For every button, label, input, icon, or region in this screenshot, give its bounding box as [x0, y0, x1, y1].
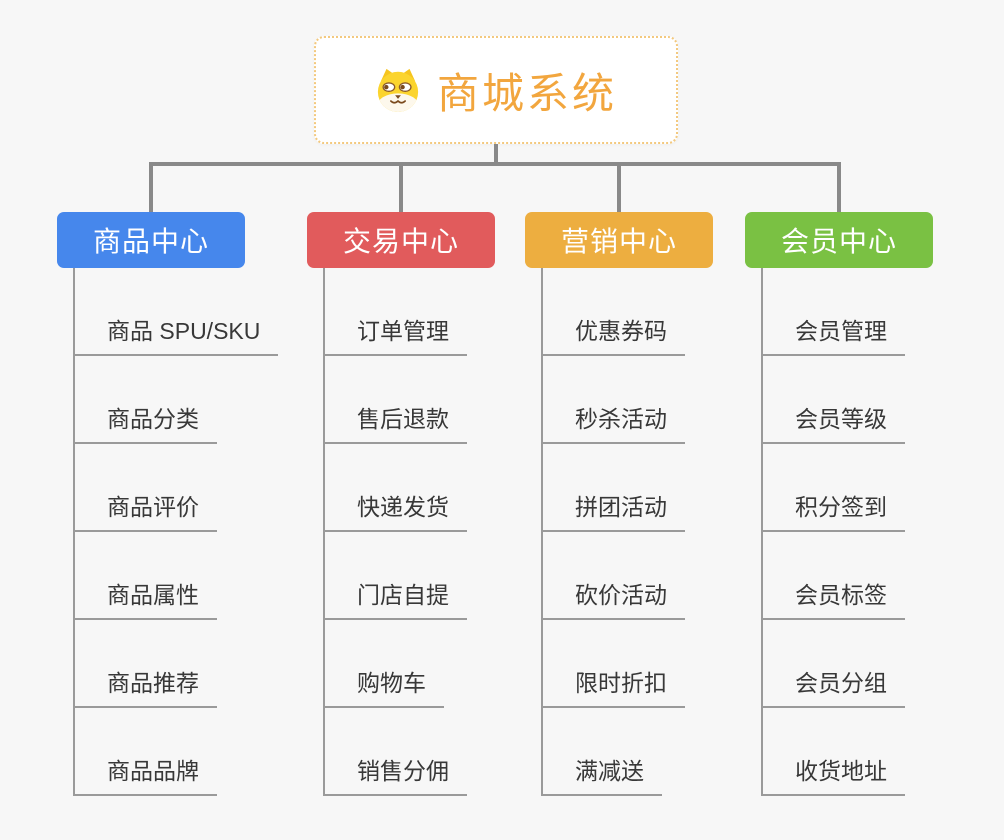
topic-item-label: 商品评价	[107, 494, 199, 520]
branch-column: 会员中心 会员管理 会员等级 积分签到 会员标签 会员分组 收货地址	[745, 212, 933, 796]
topic-item[interactable]: 商品评价	[75, 444, 217, 532]
topic-item-label: 优惠券码	[575, 318, 667, 344]
topic-item[interactable]: 积分签到	[763, 444, 905, 532]
topic-item-label: 满减送	[575, 758, 644, 784]
topic-item-label: 商品属性	[107, 582, 199, 608]
branch-header[interactable]: 营销中心	[525, 212, 713, 268]
topic-item-label: 会员分组	[795, 670, 887, 696]
connector-root-stem	[494, 144, 498, 166]
connector-drop	[399, 162, 403, 212]
topic-item[interactable]: 砍价活动	[543, 532, 685, 620]
connector-drop	[617, 162, 621, 212]
topic-item[interactable]: 商品推荐	[75, 620, 217, 708]
topic-item-label: 会员等级	[795, 406, 887, 432]
branch-column: 交易中心 订单管理 售后退款 快递发货 门店自提 购物车 销售分佣	[307, 212, 495, 796]
topic-item-label: 拼团活动	[575, 494, 667, 520]
topic-item[interactable]: 会员标签	[763, 532, 905, 620]
branch-items: 优惠券码 秒杀活动 拼团活动 砍价活动 限时折扣 满减送	[541, 268, 713, 796]
topic-item-label: 砍价活动	[575, 582, 667, 608]
branch-header[interactable]: 商品中心	[57, 212, 245, 268]
topic-item[interactable]: 会员分组	[763, 620, 905, 708]
root-node[interactable]: 商城系统	[314, 36, 678, 144]
topic-item-label: 商品分类	[107, 406, 199, 432]
branch-items: 会员管理 会员等级 积分签到 会员标签 会员分组 收货地址	[761, 268, 933, 796]
branch-items: 订单管理 售后退款 快递发货 门店自提 购物车 销售分佣	[323, 268, 495, 796]
root-title: 商城系统	[436, 69, 617, 117]
topic-item-label: 快递发货	[357, 494, 449, 520]
branch-header[interactable]: 会员中心	[745, 212, 933, 268]
topic-item-label: 订单管理	[357, 318, 449, 344]
topic-item-label: 商品品牌	[107, 758, 199, 784]
branch-label: 商品中心	[92, 226, 209, 257]
topic-item-label: 售后退款	[357, 406, 449, 432]
topic-item[interactable]: 快递发货	[325, 444, 467, 532]
topic-item-label: 限时折扣	[575, 670, 667, 696]
branch-label: 会员中心	[780, 226, 897, 257]
topic-item[interactable]: 满减送	[543, 708, 662, 796]
topic-item[interactable]: 商品属性	[75, 532, 217, 620]
topic-item[interactable]: 门店自提	[325, 532, 467, 620]
topic-item[interactable]: 购物车	[325, 620, 444, 708]
topic-item-label: 积分签到	[795, 494, 887, 520]
connector-drop	[837, 162, 841, 212]
topic-item[interactable]: 秒杀活动	[543, 356, 685, 444]
branch-column: 商品中心 商品 SPU/SKU 商品分类 商品评价 商品属性 商品推荐 商品品牌	[57, 212, 279, 796]
topic-item-label: 商品推荐	[107, 670, 199, 696]
topic-item[interactable]: 商品分类	[75, 356, 217, 444]
topic-item-label: 购物车	[357, 670, 426, 696]
branch-items: 商品 SPU/SKU 商品分类 商品评价 商品属性 商品推荐 商品品牌	[73, 268, 279, 796]
topic-item-label: 秒杀活动	[575, 406, 667, 432]
branch-column: 营销中心 优惠券码 秒杀活动 拼团活动 砍价活动 限时折扣 满减送	[525, 212, 713, 796]
topic-item[interactable]: 商品品牌	[75, 708, 217, 796]
topic-item[interactable]: 商品 SPU/SKU	[75, 268, 279, 356]
topic-item[interactable]: 售后退款	[325, 356, 467, 444]
topic-item[interactable]: 会员等级	[763, 356, 905, 444]
topic-item-label: 门店自提	[357, 582, 449, 608]
branch-label: 营销中心	[560, 226, 677, 257]
topic-item[interactable]: 销售分佣	[325, 708, 467, 796]
topic-item-label: 会员标签	[795, 582, 887, 608]
topic-item[interactable]: 收货地址	[763, 708, 905, 796]
doge-icon	[375, 67, 421, 113]
topic-item-label: 销售分佣	[357, 758, 449, 784]
connector-horizontal-bar	[149, 162, 841, 166]
topic-item-label: 收货地址	[795, 758, 887, 784]
connector-drop	[149, 162, 153, 212]
topic-item[interactable]: 会员管理	[763, 268, 905, 356]
topic-item[interactable]: 限时折扣	[543, 620, 685, 708]
topic-item-label: 会员管理	[795, 318, 887, 344]
branch-label: 交易中心	[342, 226, 459, 257]
topic-item[interactable]: 拼团活动	[543, 444, 685, 532]
topic-item[interactable]: 订单管理	[325, 268, 467, 356]
branch-header[interactable]: 交易中心	[307, 212, 495, 268]
topic-item[interactable]: 优惠券码	[543, 268, 685, 356]
topic-item-label: 商品 SPU/SKU	[107, 318, 261, 344]
